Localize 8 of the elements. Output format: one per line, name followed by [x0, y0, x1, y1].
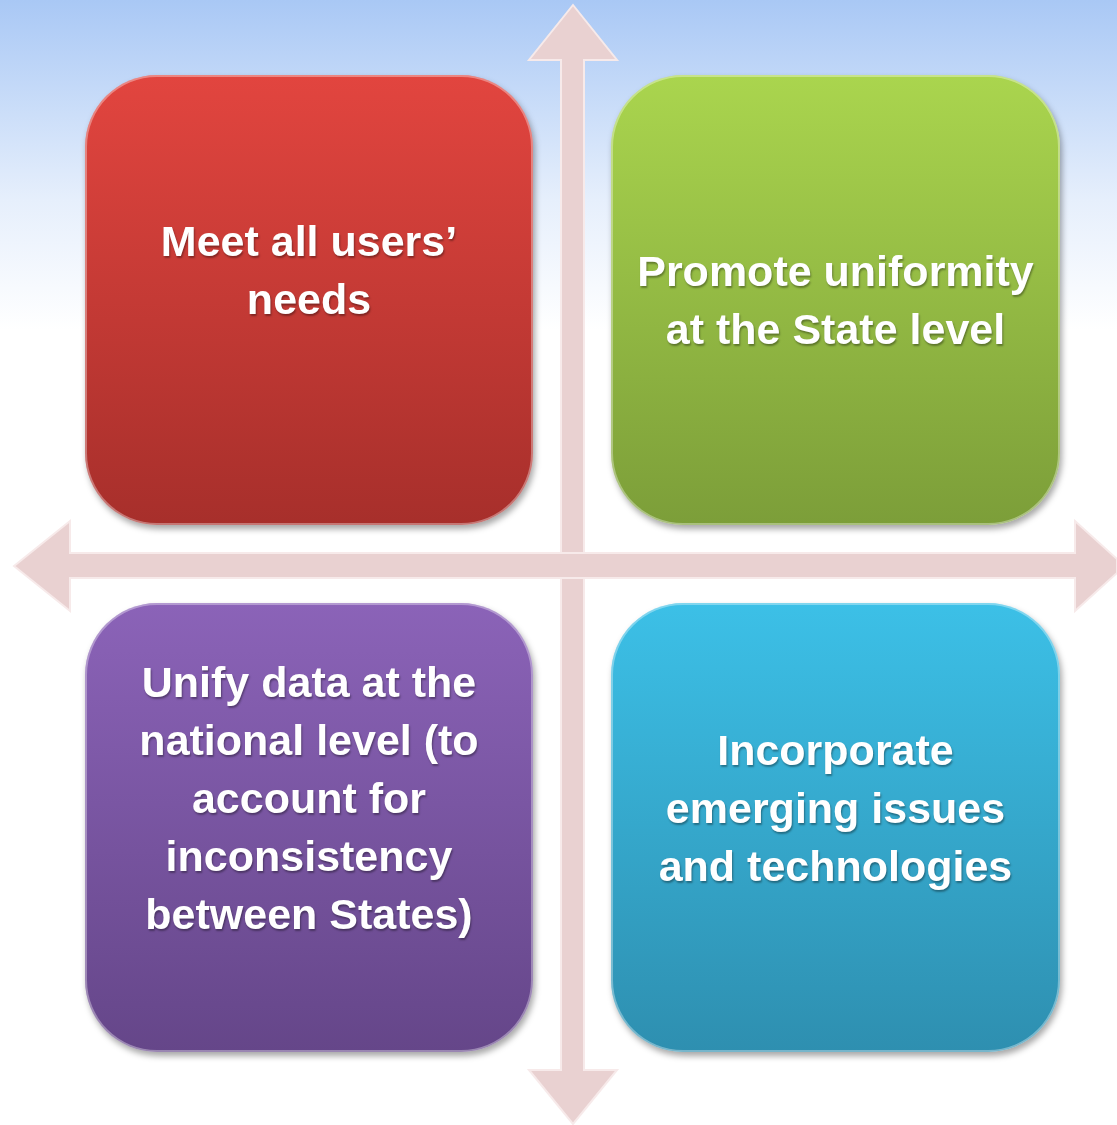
rounded-box	[611, 603, 1060, 1052]
box-text: Incorporate emerging issues and technologies	[657, 724, 1014, 892]
rounded-box	[611, 75, 1060, 525]
box-text: Unify data at the national level (to account for inconsistency between States)	[138, 656, 480, 940]
box-text: Promote uniformity at the State level	[636, 246, 1035, 355]
rounded-box	[85, 603, 533, 1052]
box-text: Meet all users’ needs	[159, 216, 459, 325]
rounded-box	[85, 75, 533, 525]
